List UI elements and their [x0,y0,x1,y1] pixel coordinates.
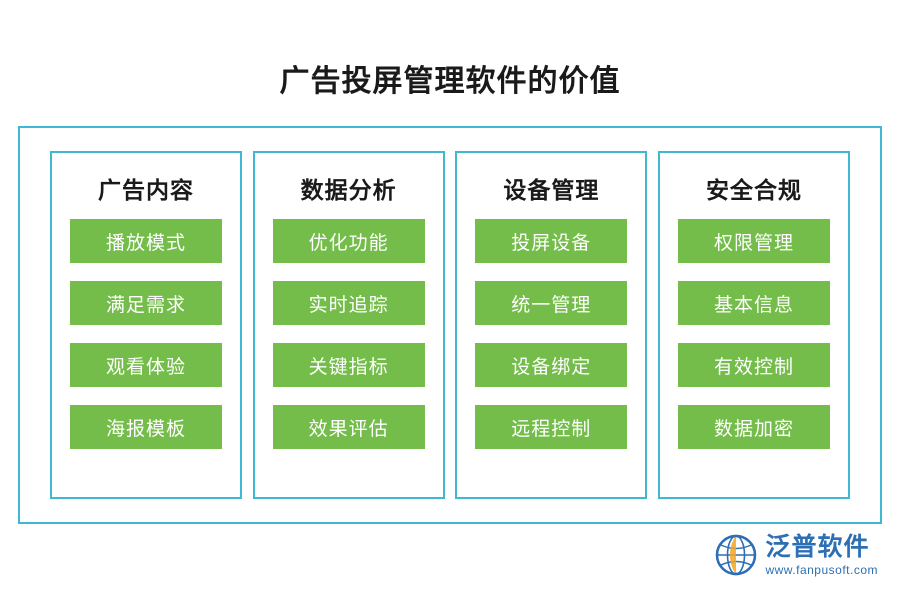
column-heading: 数据分析 [300,177,397,203]
column-advertising-content: 广告内容 播放模式 满足需求 观看体验 海报模板 [50,151,242,499]
item-box[interactable]: 实时追踪 [272,281,425,325]
diagram-frame: 广告内容 播放模式 满足需求 观看体验 海报模板 数据分析 优化功能 实时追踪 … [18,126,882,524]
column-heading: 广告内容 [98,177,194,203]
item-box[interactable]: 关键指标 [272,343,425,387]
column-heading: 安全合规 [705,177,802,203]
item-box[interactable]: 有效控制 [677,343,830,387]
column-device-management: 设备管理 投屏设备 统一管理 设备绑定 远程控制 [455,151,648,499]
globe-icon [714,533,758,577]
item-box[interactable]: 基本信息 [677,281,830,325]
item-box[interactable]: 数据加密 [677,405,830,449]
item-box[interactable]: 效果评估 [272,405,425,449]
item-box[interactable]: 优化功能 [272,219,425,263]
column-security-compliance: 安全合规 权限管理 基本信息 有效控制 数据加密 [657,151,850,499]
logo-company-name: 泛普软件 [765,532,870,561]
item-box[interactable]: 远程控制 [475,405,628,449]
item-box[interactable]: 投屏设备 [475,219,628,263]
item-box[interactable]: 设备绑定 [475,343,628,387]
item-box[interactable]: 统一管理 [475,281,628,325]
column-container: 广告内容 播放模式 满足需求 观看体验 海报模板 数据分析 优化功能 实时追踪 … [20,128,880,522]
item-box[interactable]: 观看体验 [70,343,222,387]
logo-text-block: 泛普软件 www.fanpusoft.com [765,532,878,577]
item-box[interactable]: 播放模式 [70,219,222,263]
item-box[interactable]: 权限管理 [677,219,830,263]
column-heading: 设备管理 [503,177,600,203]
logo-url: www.fanpusoft.com [765,562,878,577]
page-title: 广告投屏管理软件的价值 [279,65,621,98]
brand-logo: 泛普软件 www.fanpusoft.com [714,532,878,578]
column-data-analysis: 数据分析 优化功能 实时追踪 关键指标 效果评估 [252,151,445,499]
item-box[interactable]: 海报模板 [70,405,222,449]
item-box[interactable]: 满足需求 [70,281,222,325]
